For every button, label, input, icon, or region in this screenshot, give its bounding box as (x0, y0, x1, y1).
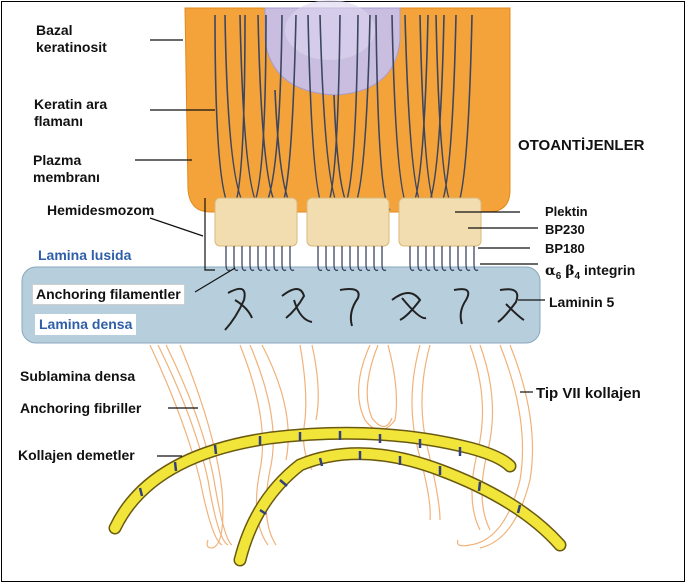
hemidesmosome-plaques (215, 198, 481, 246)
label-anchoring-filaments: Anchoring filamentler (32, 284, 185, 305)
label-keratin-filament: Keratin ara flamanı (34, 96, 107, 130)
collagen-bundles (115, 431, 560, 560)
label-laminin-5: Laminin 5 (549, 294, 614, 311)
label-integrin: α6 β4 integrin (545, 262, 635, 285)
label-anchoring-fibrils: Anchoring fibriller (20, 400, 141, 417)
label-sublamina-densa: Sublamina densa (20, 368, 135, 385)
label-collagen-type-vii: Tip VII kollajen (536, 385, 641, 402)
label-bp180: BP180 (545, 240, 585, 257)
label-basal-keratinocyte: Bazal keratinosit (36, 22, 107, 56)
label-hemidesmosome: Hemidesmozom (47, 202, 154, 219)
label-plasma-membrane: Plazma membranı (33, 152, 100, 186)
label-bp230: BP230 (545, 221, 585, 238)
label-lamina-densa: Lamina densa (35, 314, 136, 335)
label-plectin: Plektin (545, 203, 588, 220)
label-collagen-bundles: Kollajen demetler (18, 447, 135, 464)
label-autoantigens: OTOANTİJENLER (518, 137, 644, 154)
label-lamina-lucida: Lamina lusida (38, 247, 131, 264)
